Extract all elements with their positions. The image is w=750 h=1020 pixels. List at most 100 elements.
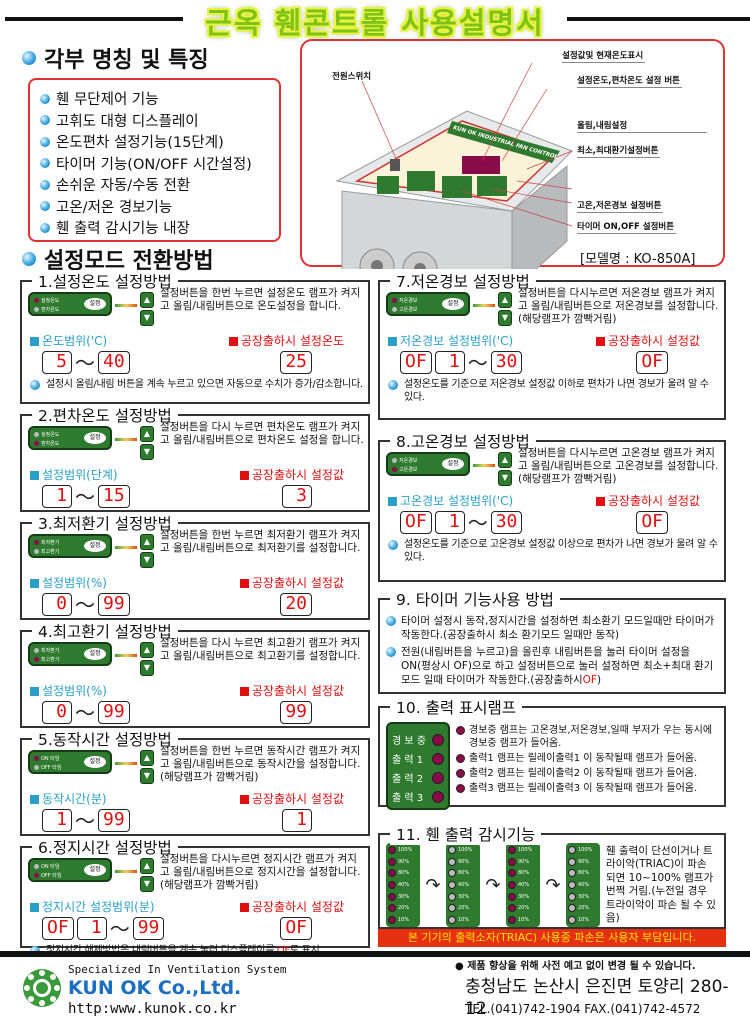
mode-lamp: 설정온도 bbox=[34, 430, 110, 439]
note-body: 전원(내림버튼을 누르고)을 올린후 내림버튼을 눌러 타이머 설정을 ON(평… bbox=[401, 645, 718, 687]
bullet-icon bbox=[388, 380, 398, 390]
title-rule-left bbox=[5, 17, 183, 21]
red-square-icon bbox=[595, 497, 605, 506]
down-button[interactable]: ▼ bbox=[498, 470, 512, 486]
level-label: 20% bbox=[578, 905, 590, 912]
lamp-icon bbox=[432, 752, 444, 765]
lamp-icon bbox=[568, 880, 576, 889]
level-panel: 100%90%80%40%30%20%10% bbox=[566, 843, 600, 927]
mode-lamp: 고온경보 bbox=[392, 305, 468, 314]
set-button[interactable]: 설정 bbox=[84, 540, 106, 552]
range-label: 설정범위(%) bbox=[30, 576, 107, 591]
factory-label: 공장출하시 설정값 bbox=[595, 334, 700, 349]
set-button[interactable]: 설정 bbox=[84, 648, 106, 660]
lamp-icon bbox=[568, 857, 576, 866]
arrow-icon bbox=[473, 464, 495, 467]
down-button[interactable]: ▼ bbox=[140, 310, 154, 326]
down-button[interactable]: ▼ bbox=[140, 552, 154, 568]
up-button[interactable]: ▲ bbox=[498, 292, 512, 308]
range-min-digit: 1 bbox=[434, 511, 465, 534]
set-button[interactable]: 설정 bbox=[442, 458, 464, 470]
level-label: 10% bbox=[518, 916, 530, 923]
lamp-icon bbox=[508, 904, 516, 913]
level-label: 80% bbox=[578, 870, 590, 877]
lamp-icon bbox=[568, 904, 576, 913]
section-title: 11. 휀 출력 감시기능 bbox=[390, 823, 542, 845]
down-button[interactable]: ▼ bbox=[498, 310, 512, 326]
down-button[interactable]: ▼ bbox=[140, 768, 154, 784]
factory-digit: OF bbox=[636, 511, 668, 534]
note-body: 정지시간 해제방법은 내림버튼을 계속 눌러 디스플레이를 OF로 표시. bbox=[46, 944, 323, 957]
set-button[interactable]: 설정 bbox=[84, 864, 106, 876]
mode-lamp: 설정온도 bbox=[34, 296, 110, 305]
lamp-icon bbox=[392, 307, 397, 312]
range-label-text: 저온경보 설정범위('C) bbox=[400, 334, 514, 348]
bullet-icon bbox=[40, 179, 50, 190]
mode-lamp: 최저환기 bbox=[34, 538, 110, 547]
output-note: 출력1 램프는 릴레이출력1 이 동작될때 램프가 들어옴. bbox=[456, 752, 718, 765]
up-button[interactable]: ▲ bbox=[140, 750, 154, 766]
level-label: 90% bbox=[578, 858, 590, 865]
range-min-digit: 0 bbox=[42, 701, 72, 724]
lamp-icon bbox=[432, 771, 444, 784]
set-button[interactable]: 설정 bbox=[84, 298, 106, 310]
note-text: 전원(내림버튼을 누르고)을 올린후 내림버튼을 눌러 타이머 설정을 ON(평… bbox=[401, 646, 714, 686]
range-label: 정지시간 설정범위(분) bbox=[30, 900, 155, 915]
lamp-icon bbox=[34, 441, 39, 446]
footer-rule bbox=[0, 951, 750, 957]
factory-digit: OF bbox=[280, 917, 312, 940]
bullet-icon bbox=[40, 115, 50, 126]
level-panel: 100%90%80%40%30%20%10% bbox=[446, 843, 480, 927]
tilde-icon: ～ bbox=[75, 350, 95, 375]
mode-lamp: 편차온도 bbox=[34, 439, 110, 448]
feature-text: 손쉬운 자동/수동 전환 bbox=[56, 178, 191, 195]
set-button[interactable]: 설정 bbox=[84, 432, 106, 444]
factory-label: 공장출하시 설정값 bbox=[595, 494, 700, 509]
range-label-text: 설정범위(%) bbox=[42, 684, 107, 698]
red-square-icon bbox=[228, 337, 238, 346]
lamp-label: 고온경보 bbox=[399, 467, 418, 473]
lamp-label: ON 타임 bbox=[41, 756, 60, 762]
section-title: 8.고온경보 설정방법 bbox=[390, 430, 536, 452]
up-button[interactable]: ▲ bbox=[140, 292, 154, 308]
lamp-icon bbox=[448, 915, 456, 924]
level-lamp: 90% bbox=[448, 857, 478, 866]
down-button[interactable]: ▼ bbox=[140, 444, 154, 460]
up-button[interactable]: ▲ bbox=[140, 858, 154, 874]
factory-label: 공장출하시 설정온도 bbox=[228, 334, 344, 349]
range-display: 0～99 bbox=[42, 701, 130, 724]
title-rule-right bbox=[567, 17, 750, 21]
down-button[interactable]: ▼ bbox=[140, 876, 154, 892]
level-label: 30% bbox=[578, 893, 590, 900]
level-lamp: 100% bbox=[388, 846, 418, 854]
range-labels: 설정범위(단계)공장출하시 설정값 bbox=[30, 468, 360, 483]
level-lamp: 10% bbox=[508, 915, 538, 924]
up-button[interactable]: ▲ bbox=[140, 642, 154, 658]
set-button[interactable]: 설정 bbox=[84, 756, 106, 768]
output-lamp-label: 경 보 중 bbox=[392, 736, 426, 747]
range-min-digit: 1 bbox=[42, 809, 72, 832]
up-down-buttons: ▲▼ bbox=[140, 750, 154, 784]
down-button[interactable]: ▼ bbox=[140, 660, 154, 676]
range-labels: 온도범위('C) 공장출하시 설정온도 bbox=[30, 334, 360, 349]
up-down-buttons: ▲▼ bbox=[498, 292, 512, 326]
features-heading-text: 각부 명칭 및 특징 bbox=[44, 48, 209, 73]
arrow-icon bbox=[115, 870, 137, 873]
note-text: 로 표시. bbox=[290, 945, 323, 956]
note-body: 설정온도를 기준으로 고온경보 설정값 이상으로 편차가 나면 경보가 울려 알… bbox=[404, 538, 720, 564]
lamp-icon bbox=[448, 869, 456, 878]
company-url[interactable]: http:www.kunok.co.kr bbox=[68, 1001, 237, 1017]
up-button[interactable]: ▲ bbox=[498, 452, 512, 468]
range-label: 온도범위('C) bbox=[30, 334, 107, 349]
set-button[interactable]: 설정 bbox=[442, 298, 464, 310]
range-min-digit: 1 bbox=[42, 485, 72, 508]
arrow-icon bbox=[115, 762, 137, 765]
up-button[interactable]: ▲ bbox=[140, 534, 154, 550]
lamp-icon bbox=[456, 784, 465, 793]
range-label-text: 동작시간(분) bbox=[42, 792, 107, 806]
lamp-icon bbox=[388, 846, 396, 854]
up-button[interactable]: ▲ bbox=[140, 426, 154, 442]
